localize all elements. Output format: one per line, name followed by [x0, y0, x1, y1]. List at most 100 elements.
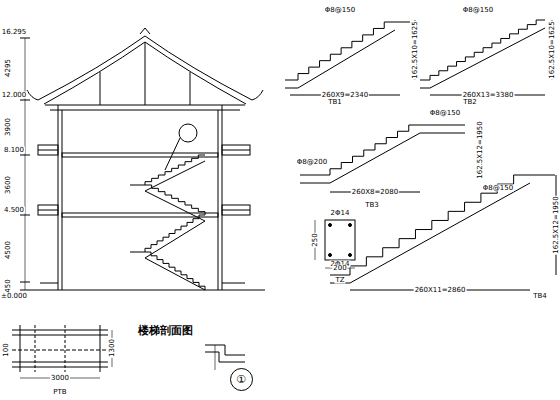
stair-stroke — [430, 75, 431, 80]
stair-stroke — [169, 233, 175, 234]
stair-flights — [130, 20, 556, 290]
ptb-plan — [12, 325, 112, 378]
stair-stroke — [199, 215, 205, 216]
stair-stroke — [395, 22, 410, 23]
dimension-label: 100 — [3, 342, 10, 357]
stair-stroke — [430, 75, 439, 76]
stair-stroke — [350, 265, 366, 266]
stair-stroke — [309, 67, 320, 68]
dimension-label: 3600 — [5, 175, 12, 195]
stair-stroke — [386, 138, 387, 144]
stair-stroke — [152, 188, 159, 189]
stair-stroke — [193, 219, 194, 223]
stair-stroke — [169, 263, 170, 267]
stair-stroke — [474, 52, 475, 57]
stair-stroke — [330, 54, 341, 55]
stair-stroke — [383, 247, 399, 248]
stair-stroke — [509, 34, 510, 39]
stair-stroke — [491, 43, 492, 48]
stair-stroke — [398, 131, 409, 132]
dimension-label: 162.5X10=1625 — [549, 20, 556, 79]
stair-stroke — [465, 57, 466, 62]
stair-stroke — [187, 278, 193, 279]
stair-stroke — [199, 286, 205, 287]
stair-stroke — [448, 66, 457, 67]
stair-stroke — [386, 137, 397, 138]
stair-stroke — [432, 220, 448, 221]
stair-stroke — [145, 248, 146, 252]
stair-stroke — [483, 47, 492, 48]
stair-stroke — [415, 230, 416, 239]
stair-stroke — [341, 163, 342, 169]
stair-stroke — [527, 25, 528, 30]
stair-stroke — [178, 165, 185, 166]
stair-stroke — [298, 73, 309, 74]
dimension-label: 260X8=2080 — [351, 189, 399, 196]
stair-stroke — [298, 30, 395, 88]
stair-stroke — [420, 80, 430, 81]
stair-stroke — [285, 88, 298, 89]
stair-stroke — [130, 252, 145, 253]
stair-stroke — [175, 229, 181, 230]
dimension-label: 4295 — [5, 58, 12, 78]
dimension-label: ±0.000 — [0, 293, 28, 300]
stair-stroke — [465, 202, 481, 203]
stair-stroke — [352, 41, 363, 42]
stair-stroke — [199, 282, 200, 286]
dimension-label: 4.500 — [3, 207, 25, 214]
stair-stroke — [145, 248, 151, 249]
stair-stroke — [366, 257, 367, 266]
stair-stroke — [439, 70, 448, 71]
stair-stroke — [165, 171, 172, 172]
stair-stroke — [384, 22, 395, 23]
dimension-label: 162.5X12=1950 — [553, 195, 560, 254]
stair-stroke — [165, 195, 172, 196]
stair-stroke — [480, 193, 481, 202]
stair-stroke — [181, 226, 187, 227]
stair-stroke — [151, 244, 157, 245]
stair-stroke — [130, 185, 145, 186]
stair-stroke — [438, 71, 439, 76]
dimension-label: 250 — [312, 232, 319, 247]
stair-stroke — [341, 47, 352, 48]
stair-stroke — [363, 150, 364, 156]
stair-stroke — [145, 185, 152, 186]
stair-stroke — [415, 229, 431, 230]
stair-stroke — [375, 143, 386, 144]
stair-stroke — [151, 245, 152, 249]
stair-stroke — [366, 256, 382, 257]
stair-stroke — [510, 33, 519, 34]
stair-stroke — [157, 259, 163, 260]
stair-stroke — [330, 169, 331, 175]
stair-stroke — [308, 67, 309, 73]
stair-stroke — [175, 271, 181, 272]
stair-stroke — [158, 191, 165, 192]
stair-stroke — [151, 255, 157, 256]
stair-stroke — [187, 222, 193, 223]
stair-stroke — [536, 20, 545, 21]
stair-stroke — [187, 222, 188, 226]
stair-stroke — [178, 201, 185, 202]
stair-stroke — [481, 193, 497, 194]
stair-stroke — [330, 54, 331, 60]
dimension-label: 8.100 — [3, 147, 25, 154]
stair-stroke — [501, 38, 510, 39]
stair-stroke — [145, 181, 152, 182]
stair-stroke — [375, 144, 376, 150]
stair-stroke — [409, 125, 420, 126]
stair-stroke — [145, 221, 205, 258]
stair-stroke — [382, 248, 383, 257]
stair-stroke — [330, 275, 350, 276]
stair-stroke — [399, 239, 400, 248]
stair-stroke — [431, 220, 432, 229]
dimension-label: Φ8@150 — [482, 185, 514, 192]
stair-stroke — [181, 226, 182, 230]
stair-stroke — [192, 208, 199, 209]
dimension-label: 16.295 — [1, 29, 28, 36]
dimension-label: 260X13=3380 — [462, 92, 515, 99]
dimension-label: PTB — [52, 389, 67, 396]
stair-stroke — [163, 263, 169, 264]
stair-stroke — [430, 28, 545, 88]
pavilion-section — [20, 28, 265, 290]
